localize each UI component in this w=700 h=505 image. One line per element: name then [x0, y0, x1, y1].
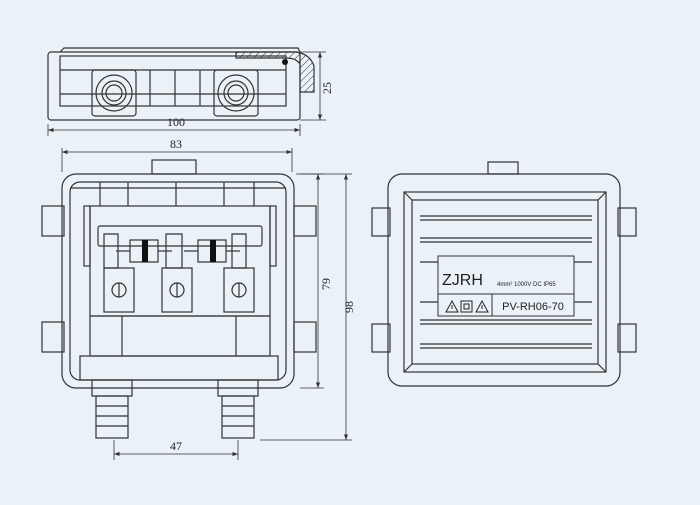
dim-label-83: 83: [170, 137, 182, 151]
diode-right: [184, 239, 240, 263]
side-gland-left: [91, 69, 137, 117]
front-view: [41, 159, 317, 439]
terminal-middle: [161, 267, 193, 313]
lid-view: [371, 161, 637, 387]
dim-label-98: 98: [342, 301, 356, 313]
dim-label-47: 47: [170, 439, 182, 453]
double-insulation-square-icon: [460, 300, 473, 313]
dim-width-body: [61, 148, 293, 172]
spec-text: 4mm² 1000V DC IP65: [497, 282, 556, 288]
model-text: PV-RH06-70: [502, 301, 564, 313]
nameplate: ZJRH 4mm² 1000V DC IP65 PV-RH06-70: [437, 255, 575, 317]
diode-left: [116, 239, 172, 263]
dim-height-overall: [260, 173, 352, 441]
warning-triangle-icon: [475, 299, 489, 313]
dim-label-25: 25: [320, 82, 334, 94]
dim-width-overall: [47, 124, 301, 136]
section-hatch: [235, 51, 315, 93]
terminal-left: [103, 267, 135, 313]
warning-triangle-icon: [445, 299, 459, 313]
brand-text: ZJRH: [442, 272, 483, 289]
dim-gland-spacing: [113, 440, 239, 460]
dim-label-100: 100: [167, 115, 185, 129]
side-view: [47, 47, 315, 121]
terminal-right: [223, 267, 255, 313]
dim-height-side: [300, 51, 326, 121]
side-gland-right: [213, 69, 259, 117]
front-gland-right: [217, 379, 259, 439]
front-gland-left: [91, 379, 133, 439]
dim-label-79: 79: [319, 278, 333, 290]
